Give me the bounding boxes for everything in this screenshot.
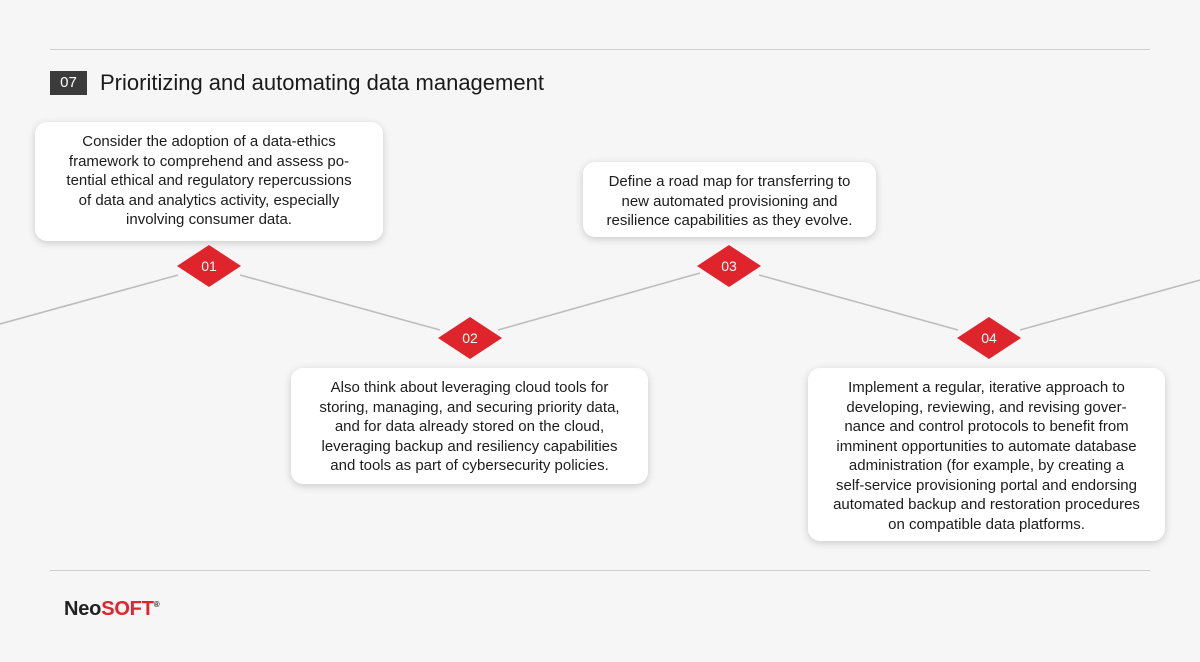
logo-part-soft: SOFT xyxy=(101,598,154,620)
step-02-card: Also think about leveraging cloud tools … xyxy=(291,368,648,484)
logo-part-neo: Neo xyxy=(64,598,102,620)
step-01-text-line: involving consumer data. xyxy=(126,211,292,228)
step-04-text-line: administration (for example, by creating… xyxy=(848,457,1125,474)
step-01-text-line: Consider the adoption of a data-ethics xyxy=(82,133,336,150)
step-01-text-line: tential ethical and regulatory repercuss… xyxy=(66,172,352,189)
connector-02-03 xyxy=(497,272,701,331)
step-03-text-line: Define a road map for transferring to xyxy=(608,173,851,190)
bottom-divider xyxy=(50,570,1150,571)
connector-01-02 xyxy=(239,274,441,331)
step-01-text-line: of data and analytics activity, especial… xyxy=(78,191,340,209)
step-04-card: Implement a regular, iterative approach … xyxy=(808,368,1165,541)
step-04-text-line: on compatible data platforms. xyxy=(888,515,1085,533)
step-04-text-line: self-service provisioning portal and end… xyxy=(836,476,1137,494)
step-02-text-line: and tools as part of cybersecurity polic… xyxy=(330,457,609,474)
step-02-text-line: storing, managing, and securing priority… xyxy=(319,398,620,416)
page-title: Prioritizing and automating data managem… xyxy=(100,70,544,95)
connector-03-04 xyxy=(758,274,959,331)
section-number-badge: 07 xyxy=(50,71,87,95)
step-02-text-line: Also think about leveraging cloud tools … xyxy=(330,379,609,396)
step-04-text-line: imminent opportunities to automate datab… xyxy=(836,437,1137,455)
step-03-card: Define a road map for transferring to ne… xyxy=(583,162,876,237)
step-04-text-line: developing, reviewing, and revising gove… xyxy=(846,398,1127,416)
connector-start xyxy=(0,274,179,325)
step-04-text-line: nance and control protocols to benefit f… xyxy=(844,418,1129,435)
neosoft-logo: NeoSOFT® xyxy=(64,598,160,621)
step-03-text-line: new automated provisioning and xyxy=(621,192,838,210)
connector-end xyxy=(1019,279,1200,331)
step-04-text-line: automated backup and restoration procedu… xyxy=(833,496,1140,513)
step-01-text-line: framework to comprehend and assess po- xyxy=(68,152,350,170)
logo-registered-mark: ® xyxy=(153,600,160,609)
step-01-card: Consider the adoption of a data-ethics f… xyxy=(35,122,383,241)
top-divider xyxy=(50,49,1150,50)
step-02-text-line: and for data already stored on the cloud… xyxy=(334,418,605,435)
step-04-text-line: Implement a regular, iterative approach … xyxy=(848,379,1125,396)
step-03-text-line: resilience capabilities as they evolve. xyxy=(606,212,853,229)
step-02-text-line: leveraging backup and resiliency capabil… xyxy=(321,437,618,455)
